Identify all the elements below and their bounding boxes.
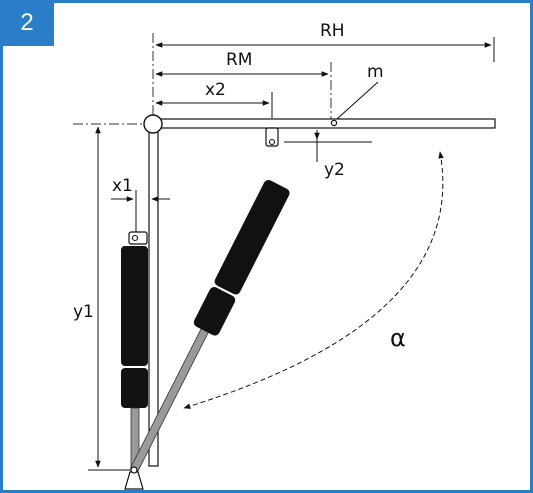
open-spring-cylinder-lower: [193, 287, 236, 336]
label-y2: y2: [324, 160, 345, 180]
lid-arm: [157, 118, 496, 129]
bottom-mount: [124, 471, 144, 490]
open-spring-cylinder: [214, 180, 290, 295]
bottom-pivot-pin: [130, 466, 138, 474]
label-rh: RH: [320, 21, 345, 41]
closed-spring-top-pin: [131, 234, 139, 242]
open-spring-top-pin: [268, 138, 276, 146]
frame-post: [148, 123, 159, 467]
label-x1: x1: [112, 176, 133, 196]
mass-point: [330, 119, 338, 127]
label-rm: RM: [226, 50, 252, 70]
figure-number-badge: 2: [0, 0, 54, 46]
opening-angle-arc: [183, 151, 444, 409]
label-y1: y1: [73, 302, 94, 322]
label-x2: x2: [205, 80, 226, 100]
closed-spring-cylinder: [121, 246, 148, 366]
label-alpha: α: [390, 324, 406, 352]
closed-spring-cylinder-lower: [121, 368, 148, 408]
hinge-pivot: [143, 114, 163, 134]
label-m: m: [367, 62, 384, 82]
mass-leader-line: [336, 81, 379, 120]
